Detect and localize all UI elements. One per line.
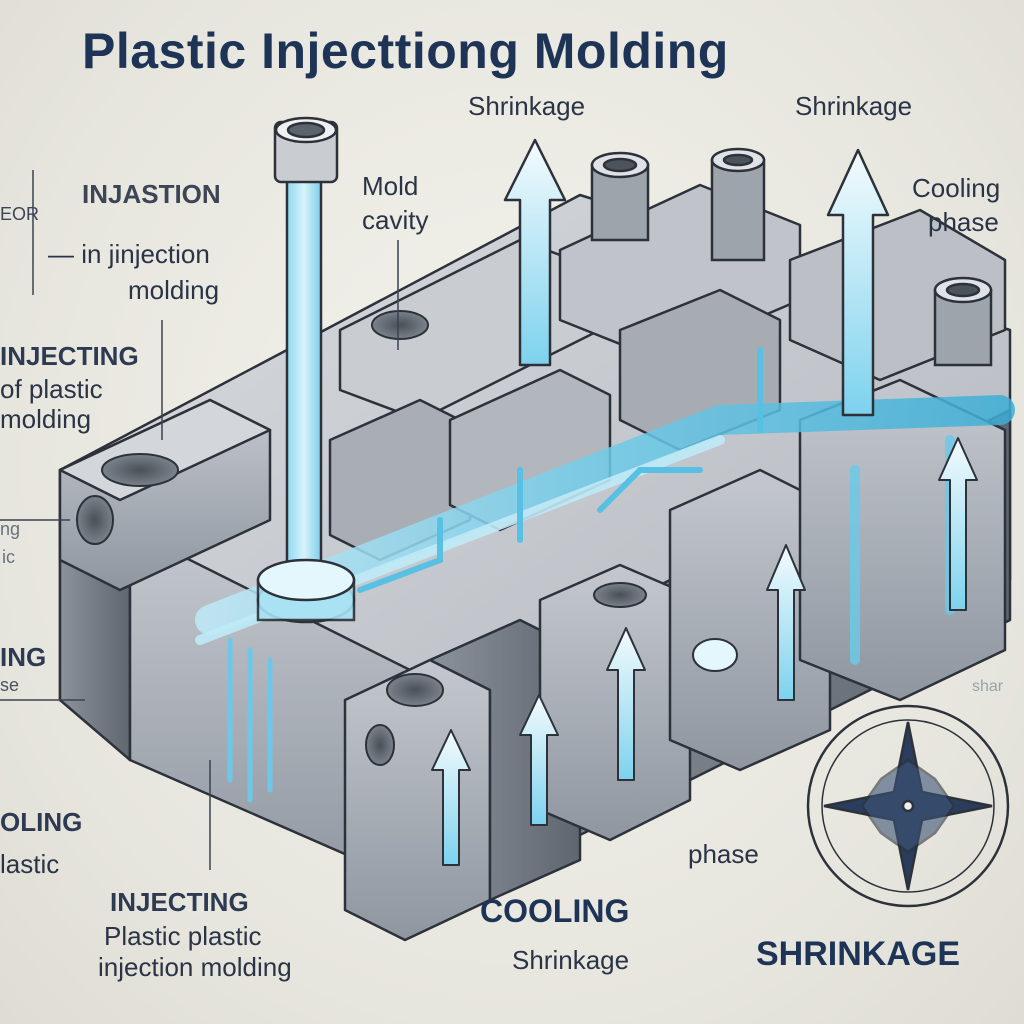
left-ng-label: ng: [0, 519, 21, 539]
left-ic-label: ic: [2, 547, 15, 567]
injecting-bottom-label-3: injection molding: [98, 952, 292, 982]
shrinkage-arrows: [503, 138, 890, 417]
cooling-phase-label-1: Cooling: [912, 173, 1001, 203]
injecting-left-label-3: molding: [0, 404, 92, 434]
up-arrow-icon: [503, 138, 567, 367]
phase-right-label: phase: [688, 839, 759, 869]
shrinkage-label-top-2: Shrinkage: [795, 91, 913, 121]
mold-cavity-label-2: cavity: [362, 205, 429, 235]
left-se-label: se: [0, 675, 20, 695]
ejector-posts: [590, 147, 993, 367]
page-title: Plastic Injecttiong Molding: [82, 23, 729, 79]
shrinkage-label-top-1: Shrinkage: [468, 91, 586, 121]
up-arrow-icon: [606, 627, 646, 781]
shrinkage-bottom-right-label: SHRINKAGE: [756, 935, 961, 973]
jinjection-label-2: molding: [128, 275, 220, 305]
cooling-phase-label-2: phase: [928, 207, 999, 237]
front-arrows: [431, 437, 978, 866]
up-arrow-icon: [519, 694, 559, 826]
injecting-left-label-1: INJECTING: [0, 341, 139, 371]
injection-nozzle: [256, 116, 356, 624]
injecting-bottom-label-1: INJECTING: [110, 887, 249, 917]
injastion-label: INJASTION: [82, 179, 221, 209]
jinjection-label-1: — in jinjection: [48, 239, 210, 269]
up-arrow-icon: [766, 544, 806, 701]
up-arrow-icon: [826, 148, 890, 417]
compass-rose-icon: [806, 704, 1010, 908]
mold-cavity-label-1: Mold: [362, 171, 419, 201]
eor-label: EOR: [0, 204, 40, 224]
injecting-bottom-label-2: Plastic plastic: [104, 921, 262, 951]
leader-lines: [0, 170, 399, 870]
up-arrow-icon: [938, 437, 978, 611]
cooling-left-label-2: lastic: [0, 849, 60, 879]
cooling-left-label-1: OLING: [0, 807, 83, 837]
injecting-left-label-2: of plastic: [0, 374, 103, 404]
shar-right-label: shar: [972, 678, 1004, 695]
cooling-bottom-label-2: Shrinkage: [512, 945, 630, 975]
cooling-bottom-label-1: COOLING: [480, 893, 630, 929]
up-arrow-icon: [431, 729, 471, 866]
left-ing-label: ING: [0, 642, 47, 672]
mold-holes: [76, 310, 738, 766]
